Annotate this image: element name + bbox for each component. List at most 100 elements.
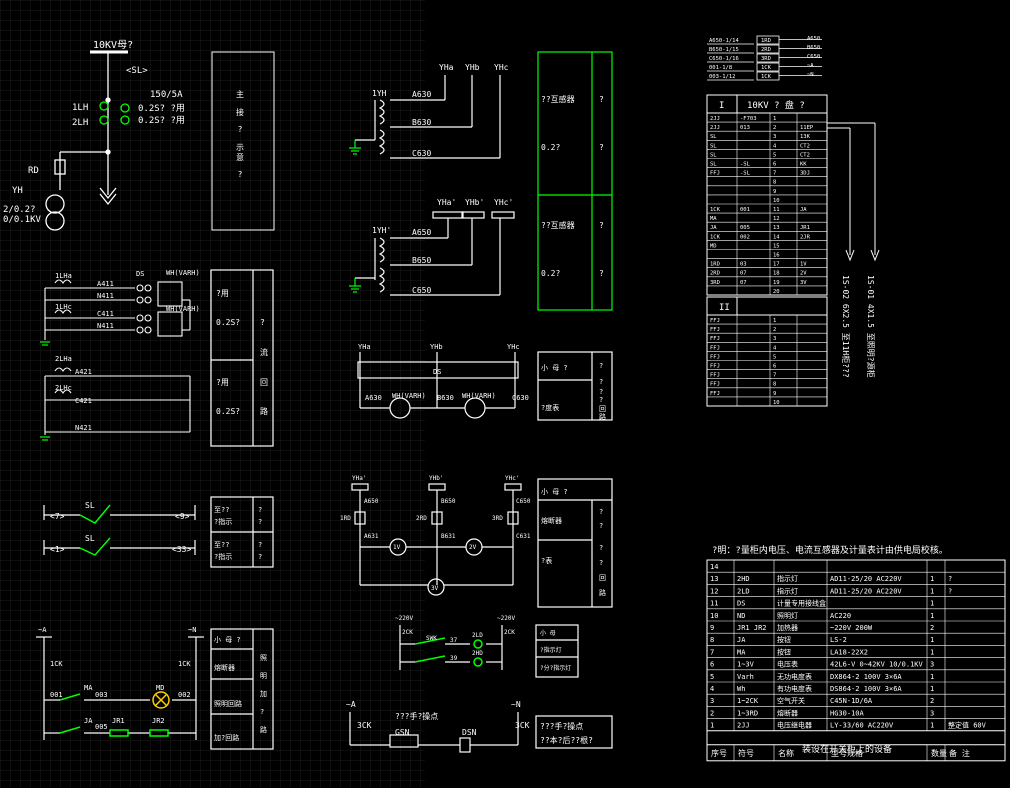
small-box-1-cell: 小 母 ? bbox=[541, 363, 568, 372]
term-cell: 3RD bbox=[710, 280, 720, 286]
sl-t33: <33> bbox=[172, 545, 191, 554]
bom-cell: AD11-25/20 AC220V bbox=[830, 587, 902, 595]
ctl-md: MD bbox=[156, 684, 164, 692]
term2-ffj: FFJ bbox=[710, 336, 720, 342]
green-cell: ? bbox=[599, 221, 604, 230]
ds-b630-label: B630 bbox=[437, 394, 454, 402]
rt-cell: 1CK bbox=[761, 65, 772, 71]
sl-circuit bbox=[43, 505, 196, 555]
current-box-cell: ? bbox=[260, 318, 265, 327]
term-cell: FFJ bbox=[710, 171, 720, 177]
heater-box-cell: ??本?后??根? bbox=[540, 735, 593, 745]
bom-cell: 3 bbox=[930, 661, 934, 669]
ds-yhb: YHb bbox=[430, 343, 443, 351]
bom-cell: 1 bbox=[930, 575, 934, 583]
green-cell: 0.2? bbox=[541, 143, 560, 152]
sl-box-cell: ?指示 bbox=[214, 552, 232, 561]
current-box bbox=[210, 269, 274, 447]
n411a-label: N411 bbox=[97, 292, 114, 300]
bom-cell: 指示灯 bbox=[777, 574, 798, 583]
bom-cell: LY-33/60 AC220V bbox=[830, 722, 894, 730]
term-cell: 2JR bbox=[800, 234, 811, 240]
bom-cell: 1 bbox=[930, 722, 934, 730]
bom-cell: 3 bbox=[710, 697, 714, 705]
rt-cell: A650 bbox=[807, 36, 820, 42]
terminal-yhc2: YHc' bbox=[494, 198, 513, 207]
small-box-1-cell: ? bbox=[599, 388, 603, 396]
small-box-1 bbox=[537, 351, 613, 421]
heat-minus-a: ~A bbox=[346, 700, 356, 709]
term-cell: CT2 bbox=[800, 143, 810, 149]
control-box bbox=[210, 628, 274, 750]
bom-cell: 2 bbox=[710, 709, 714, 717]
term-title: 10KV ? 盘 ? bbox=[747, 99, 805, 111]
term2-ffj: FFJ bbox=[710, 364, 720, 370]
ctl-ja: JA bbox=[84, 717, 93, 725]
term-cell: 1RD bbox=[710, 262, 720, 268]
term-section-2: II bbox=[719, 303, 730, 313]
volt-c650: C650 bbox=[516, 498, 531, 505]
rt-cell-box bbox=[756, 53, 780, 63]
bom-cell: 2JJ bbox=[737, 722, 750, 730]
bom-cell: 11 bbox=[710, 600, 718, 608]
lhc2-label: 2LHc bbox=[55, 384, 72, 392]
volt-v2: 2V bbox=[469, 544, 477, 551]
yh-label: YH bbox=[12, 186, 23, 196]
term-cell: CT2 bbox=[800, 152, 810, 158]
sl-box bbox=[210, 496, 274, 568]
heat-minus-n: ~N bbox=[511, 700, 521, 709]
bom-cell: 8 bbox=[710, 636, 714, 644]
terminal-yhc: YHc bbox=[494, 63, 509, 72]
term-cell: 1 bbox=[773, 116, 776, 122]
heat-gsn: GSN bbox=[395, 728, 410, 737]
volt-a650: A650 bbox=[364, 498, 379, 505]
sig-n39: 39 bbox=[450, 655, 458, 662]
wh1-label: WH(VARH) bbox=[166, 269, 200, 277]
rt-cell: 2RD bbox=[761, 47, 771, 53]
term-cell: 2 bbox=[773, 125, 776, 131]
term-cell: MA bbox=[710, 216, 717, 222]
bom-cell: 照明灯 bbox=[777, 611, 798, 620]
pt-ratio-2: 0/0.1KV bbox=[3, 215, 42, 225]
term-cell: 07 bbox=[740, 280, 747, 286]
sl-label-1: SL bbox=[85, 501, 95, 510]
bom-cell: ~220V 200W bbox=[830, 624, 873, 632]
bom-cell: 5 bbox=[710, 673, 714, 681]
sig-2ld: 2LD bbox=[472, 632, 483, 639]
small-box-1-cell: 回 bbox=[599, 405, 606, 413]
sl-box-cell: ? bbox=[258, 518, 262, 526]
ctl-jr1: JR1 bbox=[112, 717, 125, 725]
bom-cell: 12 bbox=[710, 587, 718, 595]
heater-box-cell: ???手?操点 bbox=[540, 721, 583, 731]
bom-cell: 13 bbox=[710, 575, 718, 583]
term-cell: 19 bbox=[773, 280, 780, 286]
heater-box bbox=[535, 715, 613, 749]
term-cell: 013 bbox=[740, 125, 750, 131]
b630-label: B630 bbox=[412, 118, 431, 127]
small-box-1-cell: ?度表 bbox=[541, 403, 559, 412]
term-cell: 2V bbox=[800, 271, 807, 277]
control-box-cell: 加 bbox=[260, 689, 267, 698]
a421-label: A421 bbox=[75, 368, 92, 376]
rt-cell: 003-1/12 bbox=[709, 74, 736, 80]
sl-box-cell: ?指示 bbox=[214, 517, 232, 526]
bom-cell: 1 bbox=[930, 648, 934, 656]
cable-2-label: 1S-01 4X1.5 至照明?源柜 bbox=[866, 275, 876, 378]
c421-label: C421 bbox=[75, 397, 92, 405]
ctl-n005: 005 bbox=[95, 723, 108, 731]
bom-header: 型号规格 bbox=[831, 748, 863, 758]
bom-cell: 1 bbox=[930, 587, 934, 595]
small-box-2-cell: 回 bbox=[599, 574, 606, 582]
bom-cell: Wh bbox=[737, 685, 745, 693]
signal-box-cell: ?分?指示灯 bbox=[540, 664, 571, 672]
ctl-jr2: JR2 bbox=[152, 717, 165, 725]
rt-cell: 1CK bbox=[761, 74, 772, 80]
term2-cell: 3 bbox=[773, 336, 776, 342]
terminal-yha2: YHa' bbox=[437, 198, 456, 207]
sl-box-cell: ? bbox=[258, 506, 262, 514]
bom-note: ?明：?量柜内电压、电流互感器及计量表计由供电局校核。 bbox=[712, 544, 948, 556]
c630-label: C630 bbox=[412, 149, 431, 158]
green-cell: ? bbox=[599, 95, 604, 104]
term2-cell: 1 bbox=[773, 318, 776, 324]
acc2-label: 0.2S? ?用 bbox=[138, 115, 185, 126]
